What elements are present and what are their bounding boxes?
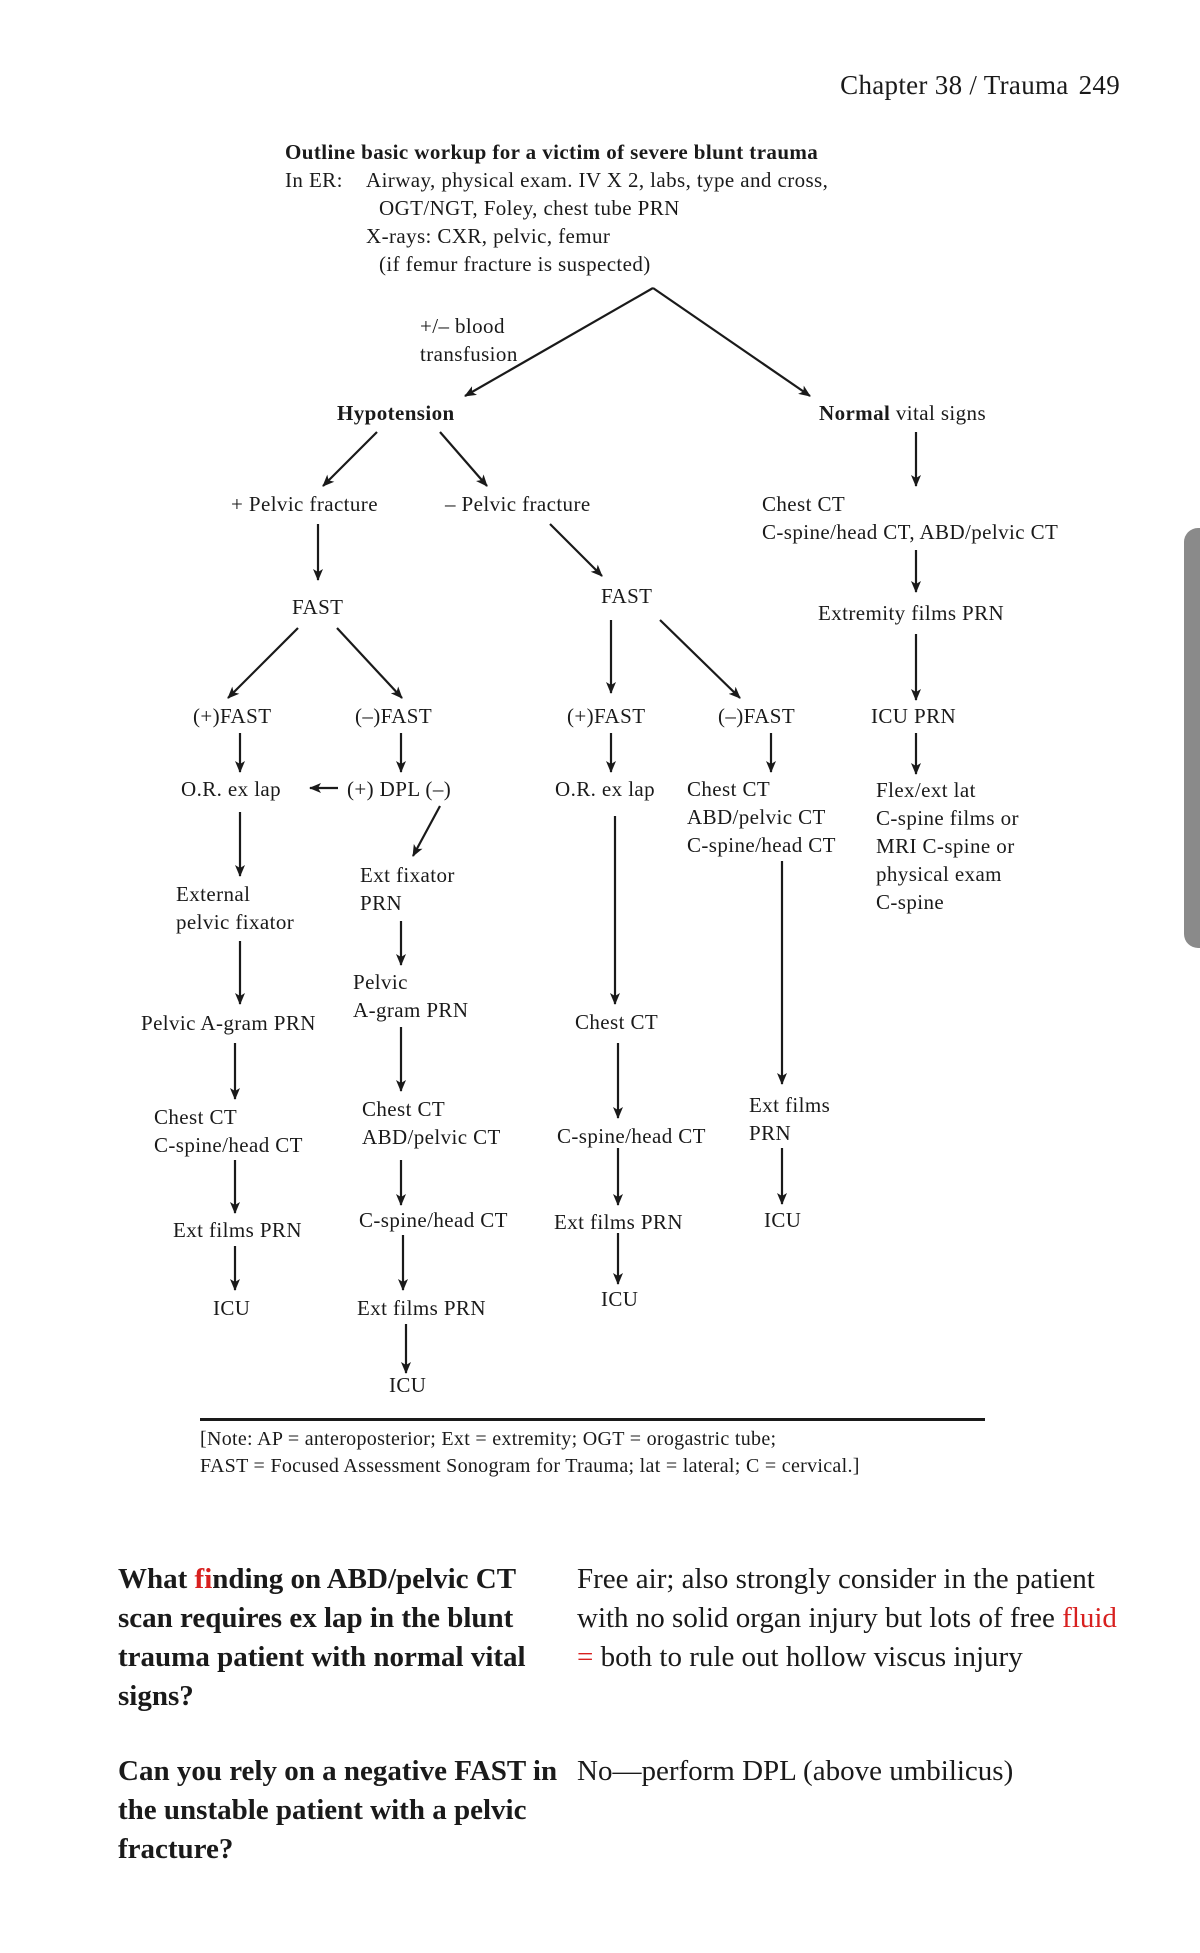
arrow-to-pfast-1 (227, 627, 299, 699)
col4-ext-1: Ext films (749, 1093, 831, 1117)
col4-chest-2: ABD/pelvic CT (687, 805, 826, 829)
ext-fixator-1: Ext fixator (360, 863, 455, 887)
flex-line-2: C-spine films or (876, 806, 1019, 830)
answer-1-highlight-fluid: fluid (1062, 1602, 1117, 1634)
transfusion-line-2: transfusion (420, 342, 518, 366)
flex-line-1: Flex/ext lat (876, 778, 976, 802)
col4-icu: ICU (764, 1208, 802, 1232)
flex-line-5: C-spine (876, 890, 945, 914)
col4-ext-2: PRN (749, 1121, 792, 1145)
dpl: (+) DPL (–) (347, 777, 452, 801)
col3-ext-films: Ext films PRN (554, 1210, 683, 1234)
pelvic-agram-1: Pelvic (353, 970, 408, 994)
er-line-3: X-rays: CXR, pelvic, femur (366, 224, 611, 248)
note-divider (200, 1418, 985, 1421)
arrow-to-normal (652, 287, 811, 397)
ext-fixator-2: PRN (360, 891, 403, 915)
arrow-to-nfast-1 (336, 627, 403, 699)
normal-vital-signs-label: Normal vital signs (819, 399, 986, 427)
flex-line-3: MRI C-spine or (876, 834, 1015, 858)
er-line-2: OGT/NGT, Foley, chest tube PRN (379, 196, 680, 220)
or-ex-lap-1: O.R. ex lap (181, 777, 282, 801)
col2-chest-1: Chest CT (362, 1097, 446, 1121)
external-pelvic-2: pelvic fixator (176, 910, 295, 934)
flowchart-title: Outline basic workup for a victim of sev… (285, 140, 819, 164)
arrow-to-hypotension (464, 287, 654, 397)
col2-cspine: C-spine/head CT (359, 1208, 508, 1232)
pos-fast-1: (+)FAST (193, 704, 272, 728)
question-2: Can you rely on a negative FAST in the u… (118, 1755, 558, 1865)
flex-line-4: physical exam (876, 862, 1002, 886)
normal-rest: vital signs (890, 401, 987, 425)
icu-prn: ICU PRN (871, 704, 957, 728)
neg-pelvic-fracture: – Pelvic fracture (445, 492, 591, 516)
chest-ct-top-1: Chest CT (762, 492, 846, 516)
external-pelvic-1: External (176, 882, 251, 906)
fast-left: FAST (292, 595, 344, 619)
chapter-thumb-tab (1184, 528, 1200, 948)
chest-ct-top-2: C-spine/head CT, ABD/pelvic CT (762, 520, 1059, 544)
col1-chest-1: Chest CT (154, 1105, 238, 1129)
flowchart-arrows (227, 287, 921, 1374)
arrow-to-pos-pelvic (322, 431, 378, 487)
col2-ext-films: Ext films PRN (357, 1296, 486, 1320)
er-line-1: Airway, physical exam. IV X 2, labs, typ… (366, 168, 829, 192)
pelvic-agram-2: A-gram PRN (353, 998, 469, 1022)
col2-chest-2: ABD/pelvic CT (362, 1125, 501, 1149)
col1-ext-films: Ext films PRN (173, 1218, 302, 1242)
arrow-to-ext-fixator (412, 805, 441, 857)
note-line-1: [Note: AP = anteroposterior; Ext = extre… (200, 1428, 777, 1450)
fast-mid: FAST (601, 584, 653, 608)
neg-fast-1: (–)FAST (355, 704, 433, 728)
answer-2: No—perform DPL (above umbilicus) (577, 1755, 1014, 1787)
answer-1-part-3: both to rule out hollow viscus injury (593, 1641, 1023, 1673)
chest-ct-mid: Chest CT (575, 1010, 659, 1034)
chapter-title: Chapter 38 / Trauma (840, 70, 1069, 100)
er-line-4: (if femur fracture is suspected) (379, 252, 651, 276)
pelvic-agram-prn: Pelvic A-gram PRN (141, 1011, 316, 1035)
normal-bold: Normal (819, 401, 891, 425)
pos-pelvic-fracture: + Pelvic fracture (231, 492, 378, 516)
hypotension-label: Hypotension (337, 401, 455, 425)
question-1: What finding on ABD/pelvic CT scan requi… (118, 1563, 526, 1712)
note-line-2: FAST = Focused Assessment Sonogram for T… (200, 1455, 860, 1477)
arrow-to-neg-pelvic (439, 431, 488, 487)
extremity-films-prn: Extremity films PRN (818, 601, 1005, 625)
col3-icu: ICU (601, 1287, 639, 1311)
col4-chest-1: Chest CT (687, 777, 771, 801)
answer-1-highlight-equals: = (577, 1641, 594, 1673)
er-label: In ER: (285, 168, 343, 192)
pos-fast-2: (+)FAST (567, 704, 646, 728)
col2-icu: ICU (389, 1373, 427, 1397)
or-ex-lap-2: O.R. ex lap (555, 777, 656, 801)
col1-chest-2: C-spine/head CT (154, 1133, 303, 1157)
col3-cspine: C-spine/head CT (557, 1124, 706, 1148)
answer-1-part-1: Free air; also strongly consider in the … (577, 1563, 1095, 1634)
neg-fast-2: (–)FAST (718, 704, 796, 728)
transfusion-line-1: +/– blood (420, 314, 505, 338)
answer-1: Free air; also strongly consider in the … (577, 1560, 1137, 1677)
col4-chest-3: C-spine/head CT (687, 833, 836, 857)
page-header: Chapter 38 / Trauma 249 (840, 70, 1120, 101)
abbreviation-note: [Note: AP = anteroposterior; Ext = extre… (200, 1426, 860, 1480)
page-number: 249 (1078, 70, 1120, 100)
arrow-to-nfast-2 (659, 619, 741, 699)
col1-icu: ICU (213, 1296, 251, 1320)
arrow-to-fast-mid (549, 523, 603, 577)
